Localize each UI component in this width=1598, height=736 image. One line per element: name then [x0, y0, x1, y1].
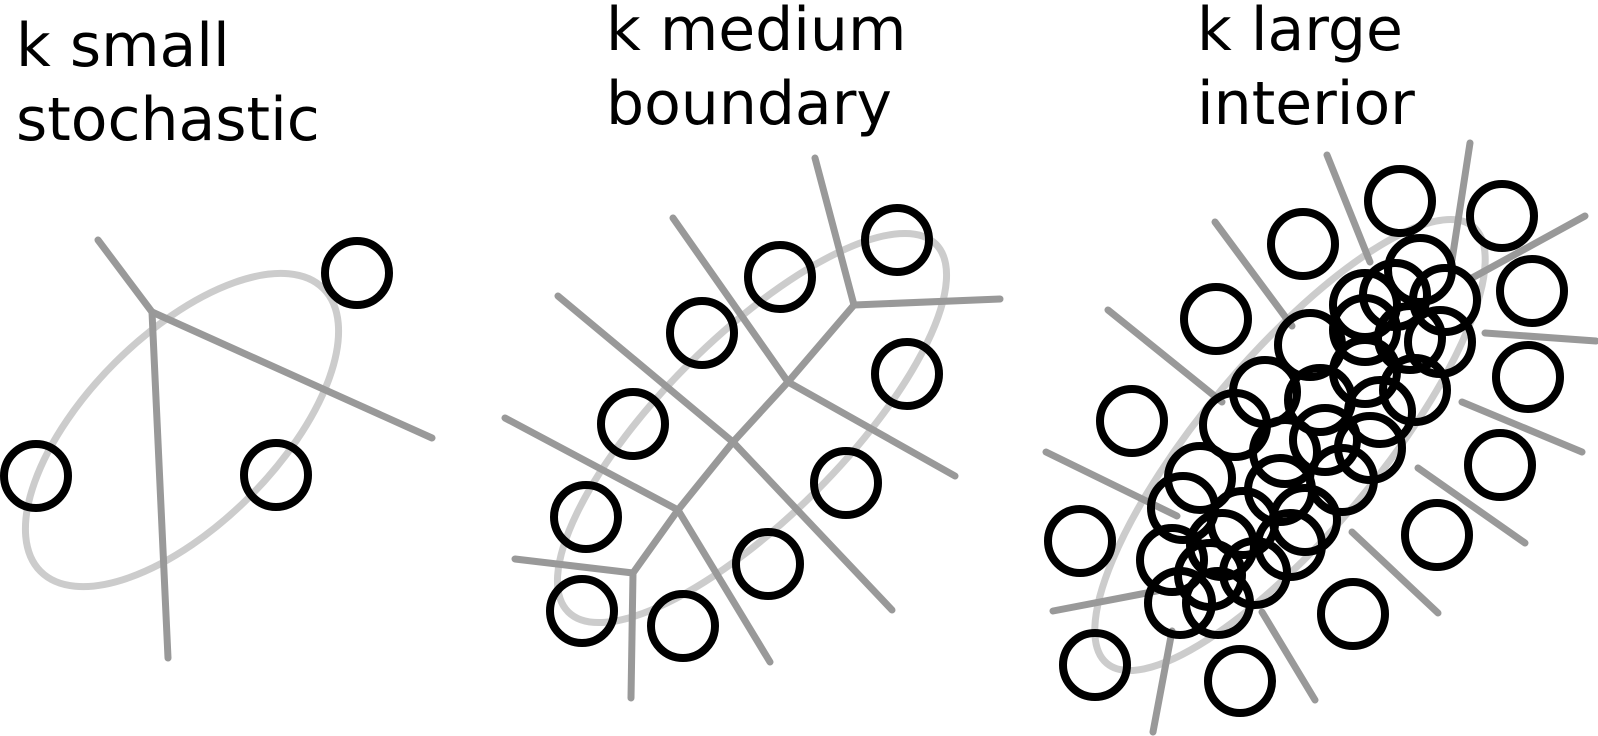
- panel-small-title-line2: stochastic: [16, 85, 320, 155]
- centroid-circle: [321, 237, 393, 309]
- boundary-edge: [1348, 528, 1442, 617]
- boundary-edge: [554, 292, 737, 446]
- centroid-circle: [0, 440, 72, 512]
- boundary-edge: [1258, 608, 1319, 704]
- boundary-edge: [1149, 627, 1176, 736]
- centroid-circle: [1204, 645, 1276, 717]
- centroid-circle: [810, 447, 882, 519]
- centroid-circle: [861, 204, 933, 276]
- boundary-edge: [784, 378, 959, 480]
- centroid-circle: [732, 528, 804, 600]
- boundary-edge: [1104, 306, 1226, 406]
- centroid-circle: [744, 241, 816, 313]
- boundary-edge: [1049, 587, 1161, 615]
- centroid-circle: [1317, 578, 1389, 650]
- centroid-circle: [1144, 567, 1216, 639]
- centroid-circle: [1374, 302, 1446, 374]
- centroid-circle: [1401, 499, 1473, 571]
- panel-small-title-line1: k small: [16, 11, 230, 81]
- boundary-edge: [148, 308, 436, 442]
- boundary-edge: [1481, 329, 1598, 345]
- boundary-edge: [1414, 464, 1529, 547]
- boundary-edge: [1458, 398, 1586, 456]
- centroid-circle: [1496, 255, 1568, 327]
- panel-large-title-line1: k large: [1197, 0, 1403, 65]
- boundary-edge: [629, 506, 682, 577]
- centroid-circle: [546, 575, 618, 647]
- panel-small-title: k small stochastic: [16, 9, 320, 157]
- boundary-edge: [729, 378, 792, 446]
- boundary-edge: [501, 414, 682, 514]
- centroid-circle: [1044, 505, 1116, 577]
- boundary-edge: [811, 154, 858, 309]
- centroid-circle: [1466, 180, 1538, 252]
- centroid-circle: [1182, 567, 1254, 639]
- boundary-edge: [850, 295, 1004, 309]
- centroid-circle: [1096, 385, 1168, 457]
- boundary-edge: [1042, 448, 1181, 520]
- panel-large-title: k large interior: [1197, 0, 1415, 141]
- centroid-circle: [1059, 629, 1131, 701]
- boundary-edge: [627, 569, 637, 702]
- centroid-circle: [1249, 416, 1321, 488]
- data-ellipse: [21, 269, 343, 591]
- centroid-circle: [666, 297, 738, 369]
- centroid-circle: [871, 338, 943, 410]
- centroid-circle: [1136, 524, 1208, 596]
- boundary-edge: [729, 438, 896, 614]
- boundary-edge: [674, 438, 737, 514]
- centroid-circle: [1329, 294, 1401, 366]
- boundary-edge: [784, 301, 858, 386]
- centroid-circle: [1379, 354, 1451, 426]
- boundary-edge: [94, 236, 156, 316]
- boundary-edge: [1448, 139, 1474, 264]
- centroid-circle: [1344, 376, 1416, 448]
- panel-medium-title-line1: k medium: [606, 0, 907, 65]
- boundary-edge: [1468, 212, 1589, 282]
- boundary-edge: [1323, 151, 1374, 266]
- centroid-circle: [1180, 283, 1252, 355]
- panel-medium-title: k medium boundary: [606, 0, 906, 141]
- boundary-edge: [669, 214, 792, 386]
- panel-large: [1042, 139, 1598, 736]
- centroid-circle: [1289, 404, 1361, 476]
- centroid-circle: [1364, 165, 1436, 237]
- boundary-edge: [1211, 218, 1296, 330]
- boundary-edge: [148, 308, 172, 662]
- centroid-circle: [597, 388, 669, 460]
- centroid-circle: [240, 439, 312, 511]
- centroid-circle: [1464, 429, 1536, 501]
- centroid-circle: [1492, 341, 1564, 413]
- boundary-edge: [674, 506, 774, 666]
- boundary-edge: [511, 555, 637, 577]
- centroid-circle: [550, 481, 622, 553]
- panel-medium-title-line2: boundary: [606, 69, 892, 139]
- panel-large-title-line2: interior: [1197, 69, 1415, 139]
- panel-medium: [501, 154, 1004, 702]
- panel-small: [0, 236, 436, 662]
- centroid-circle: [1267, 208, 1339, 280]
- centroid-circle: [647, 590, 719, 662]
